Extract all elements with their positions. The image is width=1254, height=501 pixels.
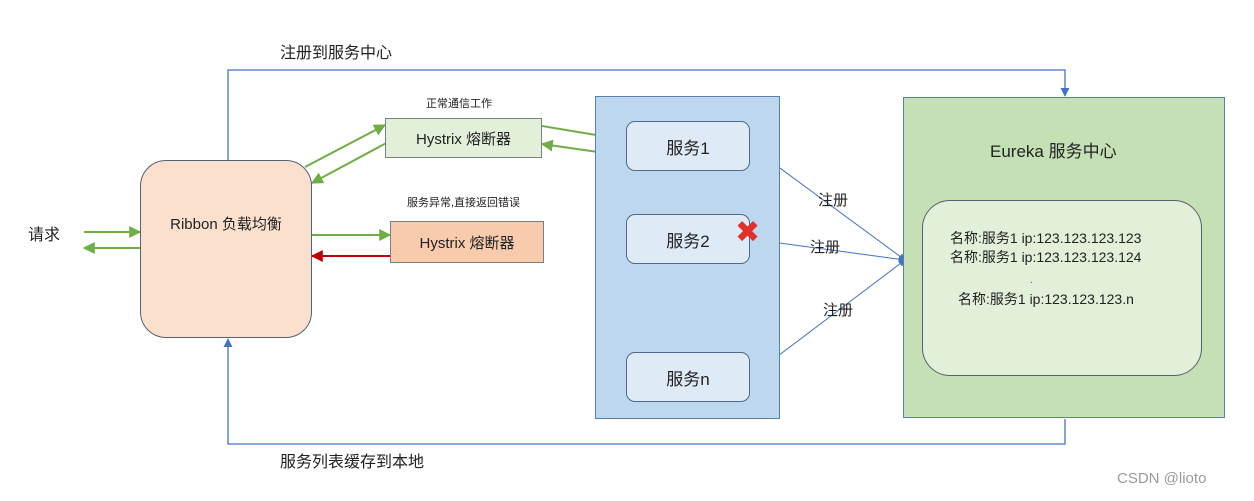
cache-loop-connector	[223, 338, 1066, 445]
registry-entry-n: 名称:服务1 ip:123.123.123.n	[958, 291, 1134, 307]
normal-work-label: 正常通信工作	[426, 98, 492, 110]
registry-entry-2: 名称:服务1 ip:123.123.123.124	[950, 249, 1142, 265]
hystrix-breaker-ok: Hystrix 熔断器	[385, 118, 542, 158]
hystrix-breaker-error: Hystrix 熔断器	[390, 221, 544, 263]
register-label-1: 注册	[818, 192, 849, 209]
service-registry	[922, 200, 1202, 376]
error-return-label: 服务异常,直接返回错误	[407, 197, 521, 209]
hystrix-ok-label: Hystrix 熔断器	[416, 130, 511, 148]
failure-cross-icon: ✖	[735, 216, 761, 249]
eureka-title: Eureka 服务中心	[990, 142, 1117, 161]
registry-ellipsis: .	[1030, 275, 1033, 286]
register-label-2: 注册	[810, 239, 841, 256]
service-n-node: 服务n	[626, 352, 750, 402]
ribbon-label: Ribbon 负载均衡	[170, 216, 282, 233]
register-loop-connector	[227, 69, 1070, 160]
service-2-label: 服务2	[666, 231, 710, 251]
csdn-watermark: CSDN @lioto	[1117, 470, 1207, 487]
ribbon-to-hystrix-ok-arrow	[304, 124, 387, 168]
service-n-label: 服务n	[666, 369, 710, 389]
register-to-center-label: 注册到服务中心	[280, 45, 393, 62]
cache-service-list-label: 服务列表缓存到本地	[280, 454, 425, 471]
service-1-node: 服务1	[626, 121, 750, 171]
hystrix-err-label: Hystrix 熔断器	[419, 234, 515, 252]
registry-entry-1: 名称:服务1 ip:123.123.123.123	[950, 230, 1142, 246]
hystrix-ok-to-ribbon-arrow	[310, 140, 391, 184]
service-2-node: 服务2	[626, 214, 750, 264]
request-label: 请求	[28, 227, 61, 244]
ribbon-load-balancer: Ribbon 负载均衡	[140, 160, 312, 338]
register-label-3: 注册	[823, 302, 854, 319]
service-1-label: 服务1	[666, 138, 710, 158]
